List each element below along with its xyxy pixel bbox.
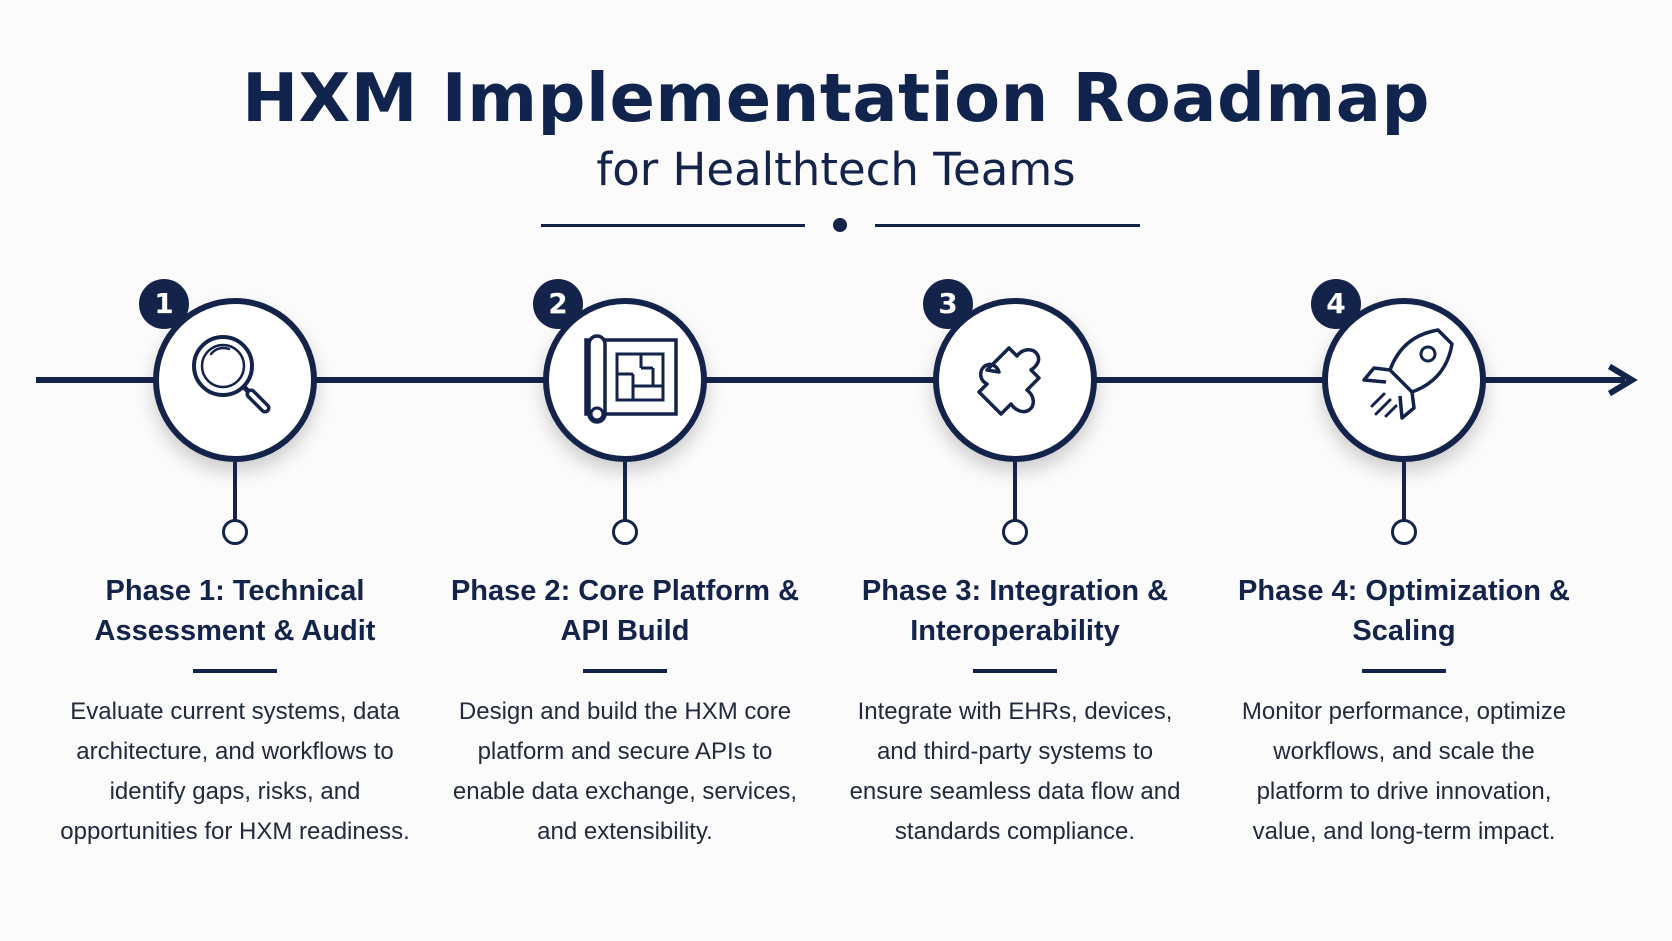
phase-2-connector xyxy=(623,462,627,520)
phase-3-underline xyxy=(973,669,1057,673)
phase-2-underline xyxy=(583,669,667,673)
phase-2-title: Phase 2: Core Platform & API Build xyxy=(450,575,800,647)
phase-1-number-badge: 1 xyxy=(139,279,189,329)
phase-1-description: Evaluate current systems, data architect… xyxy=(60,698,410,845)
phase-1-circle xyxy=(153,298,317,462)
phase-3-title: Phase 3: Integration & Interoperability xyxy=(861,575,1169,647)
phase-2-number-badge: 2 xyxy=(533,279,583,329)
phase-4-description: Monitor performance, optimize workflows,… xyxy=(1241,698,1567,845)
phase-3-number-badge: 3 xyxy=(923,279,973,329)
phase-1-connector xyxy=(233,462,237,520)
phase-3-node xyxy=(1002,519,1028,545)
phase-4-node xyxy=(1391,519,1417,545)
divider-line-right xyxy=(875,224,1140,227)
page-title: HXM Implementation Roadmap xyxy=(242,59,1430,137)
page-subtitle: for Healthtech Teams xyxy=(596,143,1076,196)
puzzle-piece-icon xyxy=(977,346,1041,416)
phase-2-description: Design and build the HXM core platform a… xyxy=(452,698,798,845)
phase-1-node xyxy=(222,519,248,545)
phase-4-title: Phase 4: Optimization & Scaling xyxy=(1238,575,1570,647)
phase-1-title: Phase 1: Technical Assessment & Audit xyxy=(94,575,376,647)
phase-4-circle xyxy=(1322,298,1486,462)
phase-4-number-badge: 4 xyxy=(1311,279,1361,329)
phase-1-underline xyxy=(193,669,277,673)
divider-line-left xyxy=(541,224,805,227)
divider-dot xyxy=(833,218,847,232)
magnifying-glass-icon xyxy=(192,335,271,414)
phase-4-connector xyxy=(1402,462,1406,520)
phase-3-description: Integrate with EHRs, devices, and third-… xyxy=(849,698,1181,845)
phase-4-underline xyxy=(1362,669,1446,673)
phase-2-node xyxy=(612,519,638,545)
phase-3-connector xyxy=(1013,462,1017,520)
rocket-icon xyxy=(1362,328,1454,420)
blueprint-icon xyxy=(584,334,678,424)
